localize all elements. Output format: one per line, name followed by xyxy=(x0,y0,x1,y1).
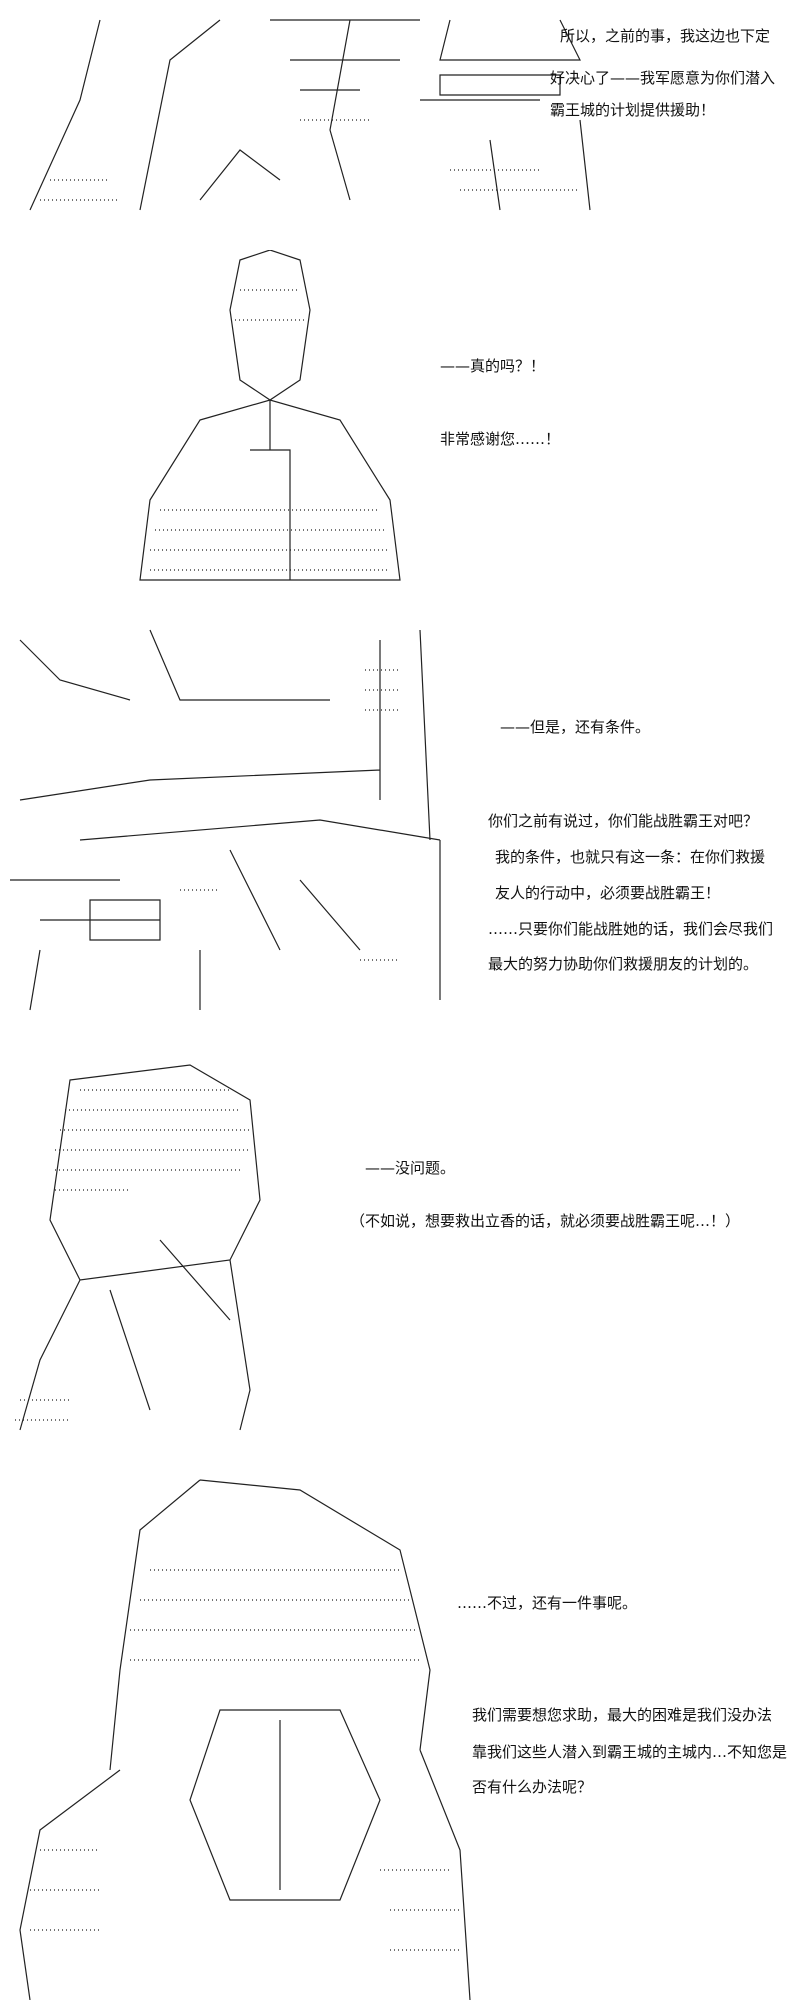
panel-2-line: 非常感谢您……！ xyxy=(440,430,561,448)
panel-4-line: （不如说，想要救出立香的话，就必须要战胜霸王呢…！） xyxy=(350,1212,741,1230)
panel-5-line: 我们需要想您求助，最大的困难是我们没办法 xyxy=(472,1706,773,1724)
panel-4-line: ——没问题。 xyxy=(365,1159,456,1177)
panel-5-line: 靠我们这些人潜入到霸王城的主城内…不知您是 xyxy=(472,1743,788,1761)
panel-1-line: 好决心了——我军愿意为你们潜入 xyxy=(550,69,776,87)
panel-2-ascii-art xyxy=(120,249,420,595)
panel-3-line: 最大的努力协助你们救援朋友的计划的。 xyxy=(488,955,759,973)
panel-5-line: ……不过，还有一件事呢。 xyxy=(457,1594,638,1612)
panel-5-line: 否有什么办法呢？ xyxy=(472,1778,593,1796)
panel-2-line: ——真的吗？！ xyxy=(440,357,546,375)
panel-3-line: 友人的行动中，必须要战胜霸王！ xyxy=(495,884,721,902)
panel-4-ascii-art xyxy=(0,1060,340,1440)
panel-3-line: ……只要你们能战胜她的话，我们会尽我们 xyxy=(488,920,774,938)
panel-3-ascii-art xyxy=(0,620,470,1020)
panel-3-line: ——但是，还有条件。 xyxy=(500,718,651,736)
panel-3-line: 我的条件，也就只有这一条：在你们救援 xyxy=(495,848,766,866)
panel-3-line: 你们之前有说过，你们能战胜霸王对吧？ xyxy=(488,812,759,830)
panel-1-ascii-art xyxy=(20,0,600,215)
panel-1-line: 霸王城的计划提供援助！ xyxy=(550,101,716,119)
panel-1-line: 所以，之前的事，我这边也下定 xyxy=(560,27,771,45)
panel-5-ascii-art xyxy=(0,1470,490,2001)
